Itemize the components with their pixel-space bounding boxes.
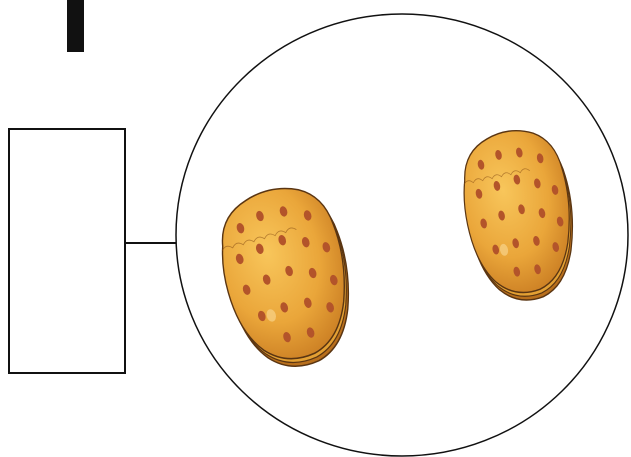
cracker-icon-right (463, 129, 574, 301)
cracker-icon-left (221, 187, 350, 367)
black-bar-icon (67, 0, 84, 52)
label-box[interactable] (8, 128, 126, 374)
